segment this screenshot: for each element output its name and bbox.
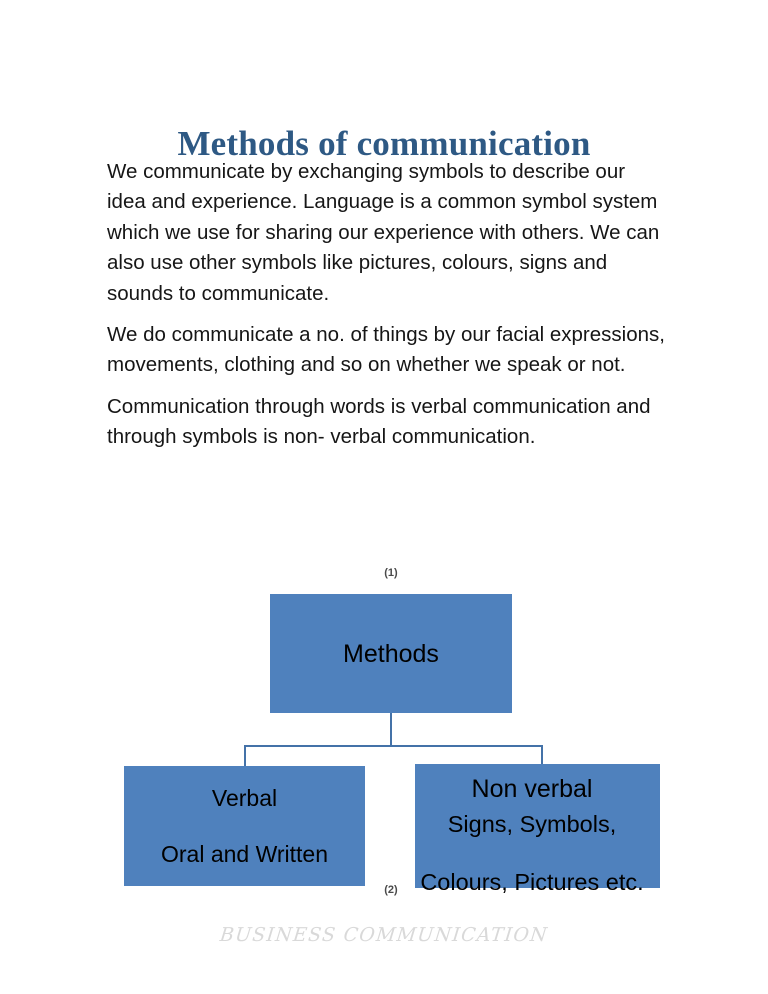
chart-node-nonverbal-title: Non verbal	[471, 775, 593, 803]
chart-node-verbal: Verbal Oral and Written	[124, 766, 365, 886]
chart-node-nonverbal-detail-2: Colours, Pictures etc.	[420, 869, 644, 895]
connector-drop-right	[541, 745, 543, 766]
footer-watermark: BUSINESS COMMUNICATION	[218, 924, 550, 946]
page-title: Methods of communication	[177, 124, 591, 164]
body-content: We communicate by exchanging symbols to …	[107, 157, 667, 453]
connector-horizontal	[244, 745, 543, 747]
chart-node-methods: Methods	[270, 594, 512, 713]
paragraph-1: We communicate by exchanging symbols to …	[107, 160, 660, 305]
figure-label-2: (2)	[384, 884, 398, 896]
paragraph-3: Communication through words is verbal co…	[107, 394, 651, 449]
chart-node-nonverbal-detail-1: Signs, Symbols,	[447, 811, 617, 837]
paragraph-2: We do communicate a no. of things by our…	[107, 323, 665, 377]
chart-node-verbal-title: Verbal	[211, 785, 278, 811]
chart-node-verbal-detail: Oral and Written	[160, 841, 329, 867]
chart-node-methods-label: Methods	[343, 639, 439, 668]
connector-drop-left	[244, 745, 246, 767]
figure-label-1: (1)	[384, 567, 398, 579]
connector-stem	[390, 713, 392, 746]
methods-org-chart: (1) Methods Verbal Oral and Written Non …	[0, 555, 768, 900]
chart-node-nonverbal: Non verbal Signs, Symbols, Colours, Pict…	[415, 764, 660, 895]
